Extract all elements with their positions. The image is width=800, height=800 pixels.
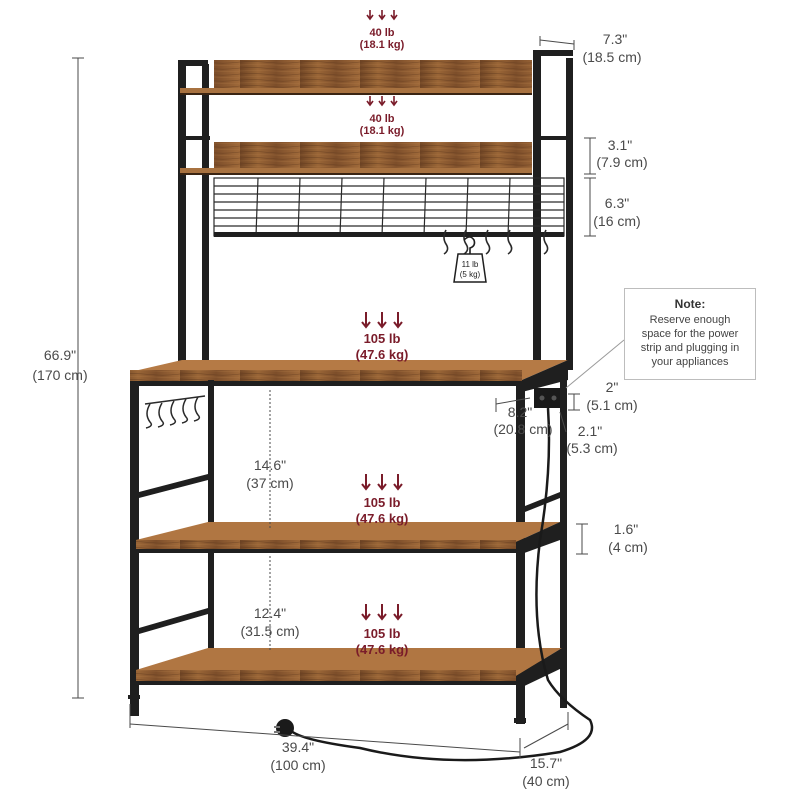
dim-in: 8.2" [508,404,532,420]
dim-cm: (5.1 cm) [586,397,637,413]
note-line: your appliances [651,356,729,368]
dim-depth: 15.7" (40 cm) [522,755,569,789]
dim-in: 7.3" [603,31,627,47]
dim-in: 6.3" [605,195,629,211]
dim-bottom-gap: 12.4" (31.5 cm) [240,605,299,639]
top-shelf [180,60,532,95]
weight-bottom-shelf: 105 lb (47.6 kg) [356,604,409,657]
dim-cm: (100 cm) [270,757,325,773]
power-plug-icon [274,719,294,737]
dim-outlet-width: 8.2" (20.8 cm) [493,404,552,437]
down-arrow-icon [366,96,398,107]
dim-cm: (31.5 cm) [240,623,299,639]
weight-kg: (18.1 kg) [360,125,405,137]
dim-shelf-thickness: 1.6" (4 cm) [608,521,648,555]
hook-kg: (5 kg) [460,270,481,279]
weight-lb: 105 lb [364,626,401,641]
dim-in: 2.1" [578,423,602,439]
weight-middle-shelf: 105 lb (47.6 kg) [356,474,409,526]
dimension-lines [72,36,596,758]
dim-in: 2" [606,379,619,395]
down-arrow-icon [361,474,403,491]
weight-tabletop: 105 lb (47.6 kg) [356,312,409,362]
side-hooks [144,395,206,429]
dim-width: 39.4" (100 cm) [270,739,325,773]
dim-cm: (40 cm) [522,773,569,789]
weight-top-shelf: 40 lb (18.1 kg) [360,10,405,51]
note-title: Note: [674,297,706,311]
note-body: Reserve enough space for the power strip… [629,313,751,369]
down-arrow-icon [366,10,398,21]
note-line: Reserve enough [649,314,731,326]
dim-in: 3.1" [608,137,632,153]
weight-hook-icon [453,236,487,283]
weight-lb: 40 lb [369,27,394,39]
hook-lb: 11 lb [462,260,479,269]
weight-kg: (47.6 kg) [356,642,409,657]
wire-grid [213,177,565,237]
note-callout: Note: Reserve enough space for the power… [624,288,756,380]
dim-cm: (37 cm) [246,475,293,491]
dim-outlet-depth: 2.1" (5.3 cm) [566,423,617,456]
dim-in: 39.4" [282,739,314,755]
weight-lb: 105 lb [364,331,401,346]
note-line: strip and plugging in [640,342,740,354]
dim-cm: (5.3 cm) [566,440,617,456]
dim-cm: (16 cm) [593,213,640,229]
down-arrow-icon [361,604,403,621]
dim-outlet-height: 2" (5.1 cm) [586,379,637,413]
dim-in: 12.4" [254,605,286,621]
dim-cm: (4 cm) [608,539,648,555]
weight-second-shelf: 40 lb (18.1 kg) [360,96,405,137]
dim-lower-gap: 14.6" (37 cm) [246,457,293,491]
power-cable [289,407,594,762]
weight-hook: 11 lb (5 kg) [453,236,487,283]
dim-height: 66.9" (170 cm) [32,347,87,383]
dim-in: 15.7" [530,755,562,771]
weight-kg: (47.6 kg) [356,347,409,362]
dim-in: 1.6" [614,521,638,537]
s-hooks [443,229,549,255]
weight-kg: (47.6 kg) [356,511,409,526]
weight-lb: 105 lb [364,495,401,510]
dim-cm: (20.8 cm) [493,421,552,437]
weight-lb: 40 lb [369,113,394,125]
dim-cm: (170 cm) [32,367,87,383]
middle-shelf [136,522,560,556]
down-arrow-icon [361,312,403,329]
dim-in: 66.9" [44,347,76,363]
dim-top-depth: 7.3" (18.5 cm) [582,31,641,65]
dim-in: 14.6" [254,457,286,473]
dim-shelf-gap: 3.1" (7.9 cm) [596,137,647,170]
dim-cm: (18.5 cm) [582,49,641,65]
second-shelf [180,142,532,175]
tabletop [130,360,568,392]
bottom-shelf [136,648,562,690]
note-leader-line [565,339,625,389]
weight-kg: (18.1 kg) [360,39,405,51]
dim-cm: (7.9 cm) [596,154,647,170]
dim-grid-height: 6.3" (16 cm) [593,195,640,229]
power-outlet [534,388,564,408]
note-line: space for the power [641,328,739,340]
